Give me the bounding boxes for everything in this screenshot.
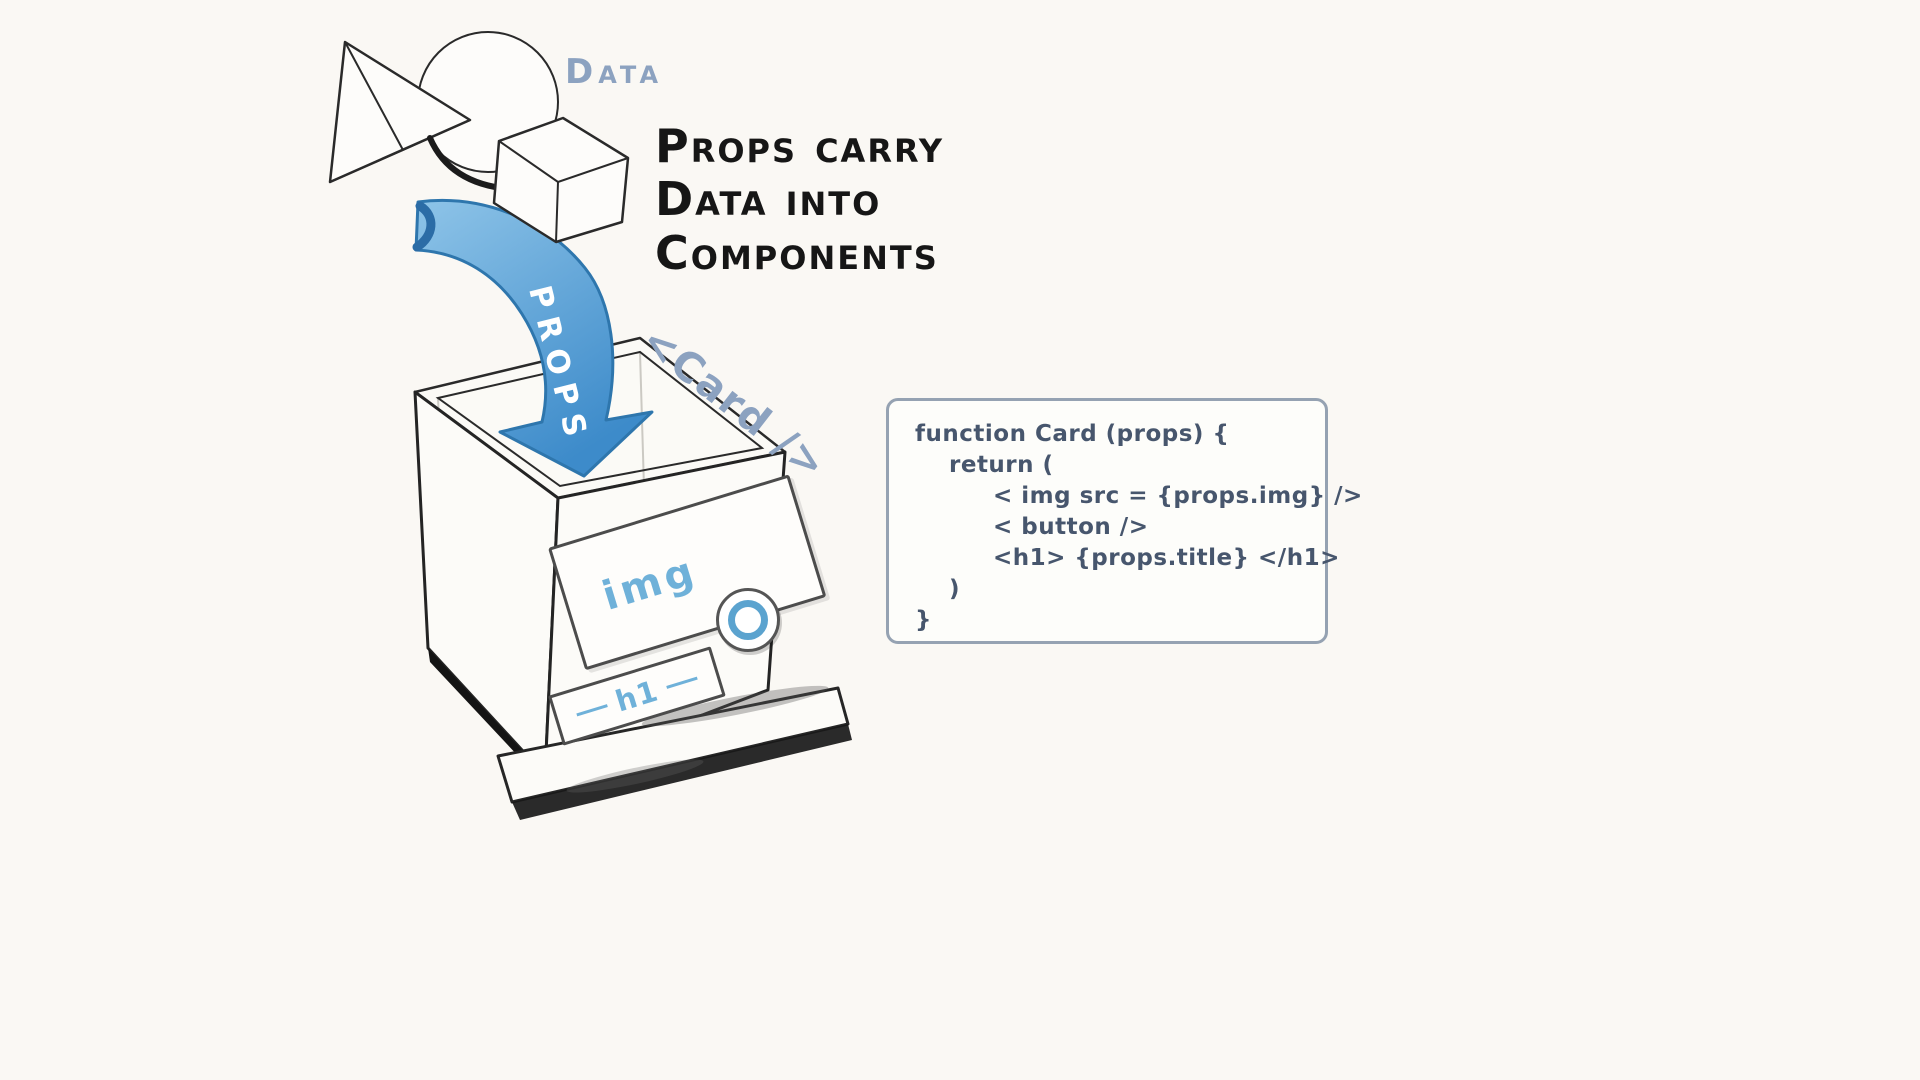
cube-shape [492,116,630,244]
platform-smudge-left [566,759,704,793]
code-line: } [915,607,932,633]
h1-dash-left [575,703,608,716]
pyramid-inner-edges [329,41,471,183]
code-line: function Card (props) { [915,421,1230,447]
h1-placeholder-label: h1 [611,673,663,719]
img-placeholder-label: img [597,547,703,620]
platform-smudge-right [641,685,829,727]
code-line: <h1> {props.title} </h1> [993,545,1340,571]
headline: Props carry Data into Components [655,119,945,280]
base-platform [496,685,852,820]
data-shapes-group [328,31,559,192]
headline-line-1: Props carry [655,119,945,173]
code-line: return ( [949,452,1054,478]
code-line: ) [949,576,961,602]
code-line: < button /> [993,514,1149,540]
cube-inner-edges [498,140,629,243]
code-line: < img src = {props.img} /> [993,483,1363,509]
circle-button-icon [716,588,780,652]
props-arrow-lip [412,201,436,252]
data-label: Data [565,52,664,92]
code-panel: function Card (props) { return ( < img s… [886,398,1363,644]
headline-line-2: Data into [655,172,882,227]
platform-shadow [512,724,852,820]
circle-button-ring-icon [728,600,768,640]
h1-dash-right [666,676,698,689]
headline-line-3: Components [655,225,939,280]
